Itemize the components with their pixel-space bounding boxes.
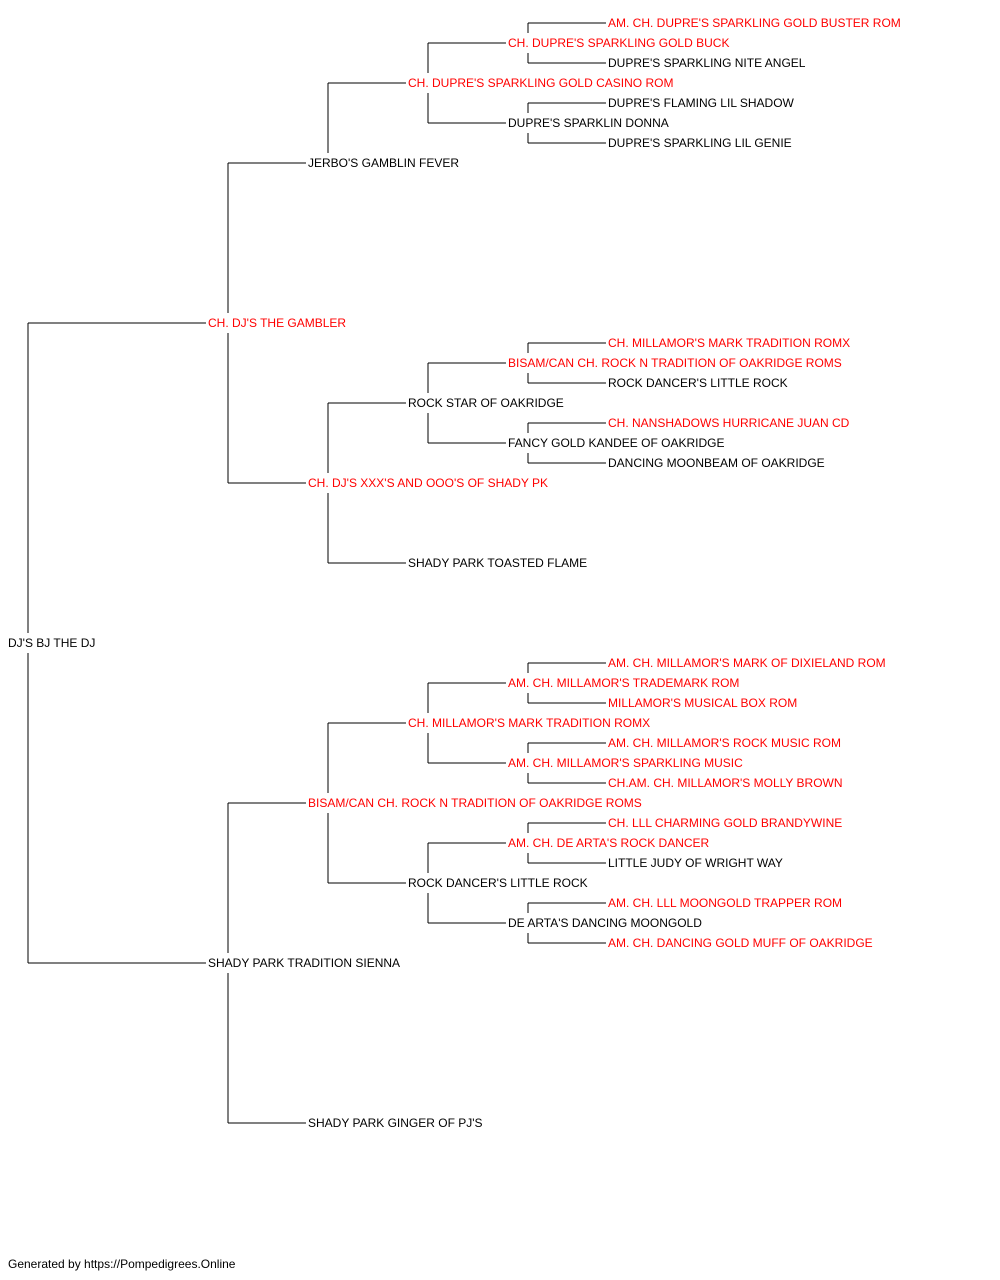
dog-name-dsds: AM. CH. DE ARTA'S ROCK DANCER [508, 836, 710, 850]
pedigree-labels: DJ'S BJ THE DJ CH. DJ'S THE GAMBLER SHADY … [8, 16, 901, 1130]
dog-name-sdssd: ROCK DANCER'S LITTLE ROCK [608, 376, 788, 390]
dog-name-dd: SHADY PARK GINGER OF PJ'S [308, 1116, 483, 1130]
dog-name-dssss: AM. CH. MILLAMOR'S MARK OF DIXIELAND ROM [608, 656, 886, 670]
dog-name-sdd: SHADY PARK TOASTED FLAME [408, 556, 587, 570]
dog-name-sdss: BISAM/CAN CH. ROCK N TRADITION OF OAKRID… [508, 356, 842, 370]
dog-name-dsdsd: LITTLE JUDY OF WRIGHT WAY [608, 856, 783, 870]
dog-name-d: SHADY PARK TRADITION SIENNA [208, 956, 400, 970]
dog-name-sssss: AM. CH. DUPRE'S SPARKLING GOLD BUSTER RO… [608, 16, 901, 30]
dog-name-ds: BISAM/CAN CH. ROCK N TRADITION OF OAKRID… [308, 796, 642, 810]
dog-name-dssd: AM. CH. MILLAMOR'S SPARKLING MUSIC [508, 756, 743, 770]
footer-credit: Generated by https://Pompedigrees.Online [8, 1257, 236, 1271]
dog-name-dsdds: AM. CH. LLL MOONGOLD TRAPPER ROM [608, 896, 842, 910]
dog-name-ssss: CH. DUPRE'S SPARKLING GOLD BUCK [508, 36, 729, 50]
dog-name-dsddd: AM. CH. DANCING GOLD MUFF OF OAKRIDGE [608, 936, 873, 950]
dog-name-s: CH. DJ'S THE GAMBLER [208, 316, 346, 330]
dog-name-dsdd: DE ARTA'S DANCING MOONGOLD [508, 916, 702, 930]
dog-name-dssdd: CH.AM. CH. MILLAMOR'S MOLLY BROWN [608, 776, 843, 790]
dog-name-sssds: DUPRE'S FLAMING LIL SHADOW [608, 96, 795, 110]
dog-name-dsd: ROCK DANCER'S LITTLE ROCK [408, 876, 588, 890]
dog-name-subject: DJ'S BJ THE DJ [8, 636, 95, 650]
connector-lines [27, 22, 606, 1124]
dog-name-sdsdd: DANCING MOONBEAM OF OAKRIDGE [608, 456, 825, 470]
dog-name-sssdd: DUPRE'S SPARKLING LIL GENIE [608, 136, 792, 150]
dog-name-sdsds: CH. NANSHADOWS HURRICANE JUAN CD [608, 416, 850, 430]
dog-name-sdsss: CH. MILLAMOR'S MARK TRADITION ROMX [608, 336, 850, 350]
dog-name-dsdss: CH. LLL CHARMING GOLD BRANDYWINE [608, 816, 842, 830]
dog-name-ss: JERBO'S GAMBLIN FEVER [308, 156, 459, 170]
dog-name-sds: ROCK STAR OF OAKRIDGE [408, 396, 564, 410]
dog-name-dsssd: MILLAMOR'S MUSICAL BOX ROM [608, 696, 797, 710]
dog-name-dss: CH. MILLAMOR'S MARK TRADITION ROMX [408, 716, 650, 730]
dog-name-sss: CH. DUPRE'S SPARKLING GOLD CASINO ROM [408, 76, 673, 90]
dog-name-sd: CH. DJ'S XXX'S AND OOO'S OF SHADY PK [308, 476, 548, 490]
dog-name-sdsd: FANCY GOLD KANDEE OF OAKRIDGE [508, 436, 725, 450]
dog-name-ssssd: DUPRE'S SPARKLING NITE ANGEL [608, 56, 806, 70]
dog-name-sssd: DUPRE'S SPARKLIN DONNA [508, 116, 669, 130]
dog-name-dsss: AM. CH. MILLAMOR'S TRADEMARK ROM [508, 676, 739, 690]
dog-name-dssds: AM. CH. MILLAMOR'S ROCK MUSIC ROM [608, 736, 841, 750]
